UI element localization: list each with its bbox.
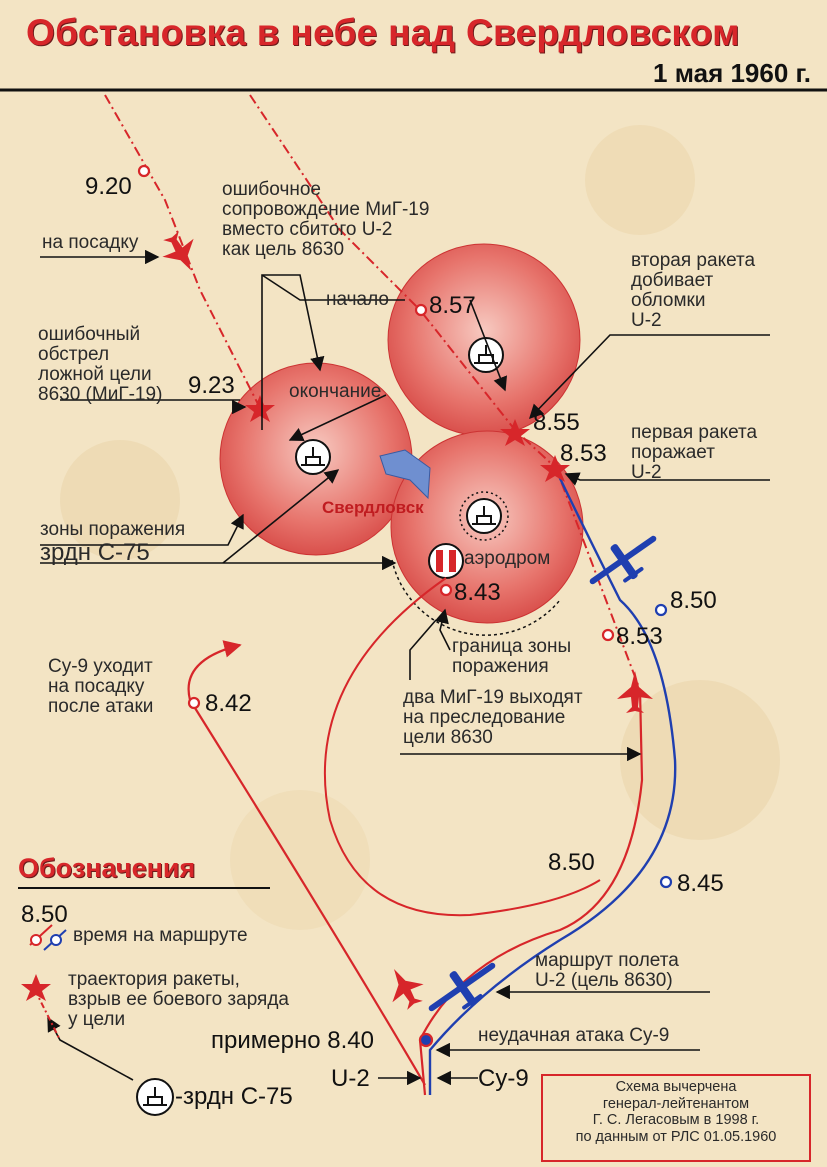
annotation-mig-tracking: ошибочное сопровождение МиГ-19 вместо сб… <box>222 179 430 260</box>
page-title: Обстановка в небе над Свердловском <box>26 12 740 53</box>
annotation-landing: на посадку <box>42 232 139 253</box>
time-850-a: 8.50 <box>670 587 717 614</box>
inner-red-loop <box>323 577 601 917</box>
legend-time-symbol <box>29 924 67 951</box>
time-855: 8.55 <box>533 409 580 436</box>
mig-pursuit-icon <box>617 671 653 713</box>
time-845: 8.45 <box>677 870 724 897</box>
su9-icon <box>392 968 424 1010</box>
time-923: 9.23 <box>188 372 235 399</box>
time-843: 8.43 <box>454 579 501 606</box>
time-842: 8.42 <box>205 690 252 717</box>
explosion-star-923 <box>245 395 275 422</box>
annotation-first-missile: первая ракета поражает U-2 <box>631 422 758 483</box>
annotation-u2-route: маршрут полета U-2 (цель 8630) <box>535 950 679 991</box>
leader-lines <box>40 249 770 1086</box>
legend-time-label: время на маршруте <box>73 925 248 946</box>
legend-title: Обозначения <box>18 853 196 883</box>
credit-note: Схема вычерчена генерал-лейтенантом Г. С… <box>575 1079 777 1146</box>
time-920: 9.20 <box>85 173 132 200</box>
u2-tag: U-2 <box>331 1065 370 1092</box>
annotation-start: начало <box>326 289 389 310</box>
time-markers <box>137 164 673 1048</box>
sam-south-dotted-ring <box>459 491 509 541</box>
u2-icon-south <box>428 962 496 1012</box>
time-850-b: 8.50 <box>548 849 595 876</box>
city-label: Свердловск <box>322 498 424 517</box>
time-857: 8.57 <box>429 292 476 319</box>
annotation-su9-attack: неудачная атака Су-9 <box>478 1025 670 1046</box>
sam-site-south-icon <box>466 498 502 534</box>
annotation-false-fire: ошибочный обстрел ложной цели 8630 (МиГ-… <box>38 324 163 405</box>
annotation-end: окончание <box>289 381 382 402</box>
annotation-zone-border: граница зоны поражения <box>452 636 572 677</box>
credit-frame <box>541 1074 811 1162</box>
explosion-star-853 <box>540 455 570 482</box>
annotation-su9-landing: Су-9 уходит на посадку после атаки <box>48 656 154 717</box>
legend-sam-icon <box>136 1078 174 1116</box>
airfield-icon <box>428 543 464 579</box>
u2-route <box>428 469 677 1095</box>
annotation-zones: зоны поражения зрдн С-75 <box>40 519 186 566</box>
time-853-b: 8.53 <box>616 623 663 650</box>
su9-tag: Су-9 <box>478 1065 529 1092</box>
legend-time-value: 8.50 <box>21 901 68 928</box>
page-date: 1 мая 1960 г. <box>653 58 811 88</box>
mig-landing-icon <box>162 231 194 271</box>
sam-sites <box>295 337 504 534</box>
paper-stains <box>60 125 780 930</box>
city-marker <box>379 449 431 500</box>
explosion-star-855 <box>500 419 530 446</box>
sam-site-west-icon <box>295 439 331 475</box>
legend-missile-label: траектория ракеты, взрыв ее боевого заря… <box>68 969 289 1030</box>
annotation-second-missile: вторая ракета добивает обломки U-2 <box>631 250 756 331</box>
mig-route-track <box>104 94 261 409</box>
mig-false-target-track <box>249 94 641 691</box>
missile-explosions <box>245 395 570 482</box>
su9-route <box>187 640 426 1086</box>
u2-icon-north <box>589 535 657 585</box>
legend-sam-label: -зрдн С-75 <box>175 1083 293 1110</box>
time-853-a: 8.53 <box>560 440 607 467</box>
legend-missile-symbol <box>21 974 61 1041</box>
kill-zones <box>219 243 584 636</box>
annotation-approx-time: примерно 8.40 <box>211 1027 374 1054</box>
annotation-two-mig: два МиГ-19 выходят на преследование цели… <box>403 687 583 748</box>
airfield-label: аэродром <box>464 548 551 569</box>
zone-border-dashed <box>391 559 561 636</box>
